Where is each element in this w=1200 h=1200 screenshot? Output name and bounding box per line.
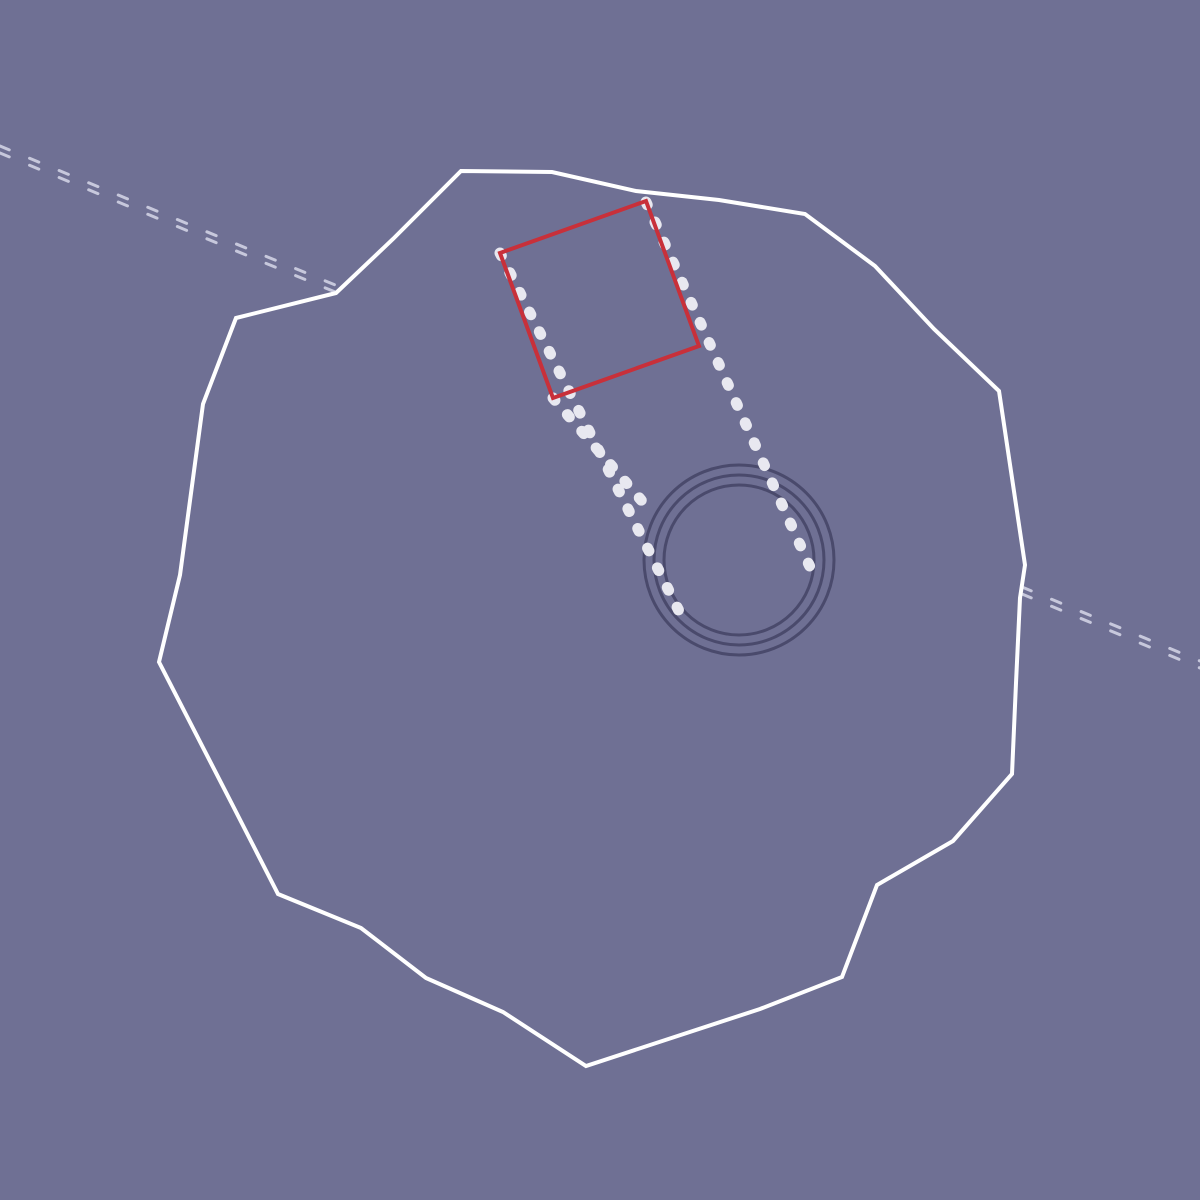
boundary-line-right <box>1020 585 1200 670</box>
selection-square[interactable] <box>497 198 702 401</box>
target-ring-middle <box>652 473 826 647</box>
trajectory-line-1 <box>494 247 691 629</box>
target-ring-inner <box>662 483 816 637</box>
target-rings[interactable] <box>642 463 836 657</box>
arena-outline <box>156 168 1028 1069</box>
trajectory-line-2 <box>547 392 654 514</box>
target-ring-outer <box>642 463 836 657</box>
trajectory-line-3 <box>640 196 821 584</box>
trajectory-lines <box>494 196 821 629</box>
